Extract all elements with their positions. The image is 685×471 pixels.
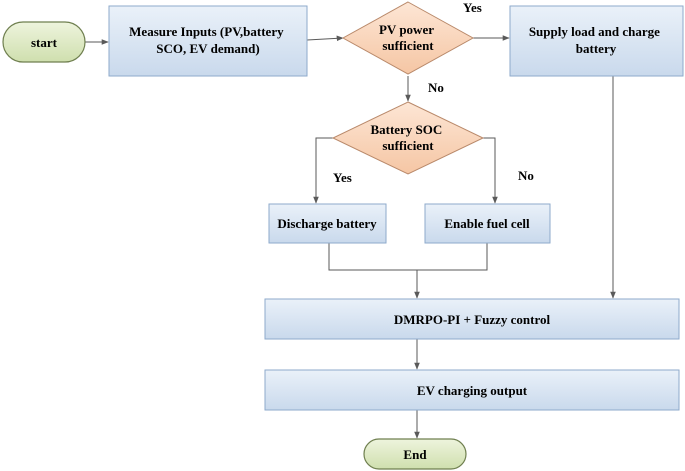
pv-yes-label: Yes [463,0,482,15]
connectors [85,35,616,439]
svg-text:start: start [31,35,58,50]
soc-decision-line-1: Battery SOC [370,122,442,137]
control-label: DMRPO-PI + Fuzzy control [394,312,551,327]
battery-soc-decision: Battery SOC sufficient [331,101,485,175]
soc-no-label: No [518,168,534,183]
svg-text:Enable fuel cell: Enable fuel cell [444,216,530,231]
edge-soc-yes-to-discharge [313,137,333,204]
svg-text:Measure Inputs (PV,battery: Measure Inputs (PV,battery SCO, EV deman… [129,24,287,56]
ev-charging-output-box: EV charging output [264,369,680,411]
end-label: End [403,447,427,462]
svg-text:PV power sufficient: PV power sufficient [379,22,437,53]
supply-load-box: Supply load and charge battery [509,5,684,77]
edge-discharge-merge [328,243,417,271]
svg-text:End: End [403,447,427,462]
svg-text:Battery SOC sufficient: Battery SOC sufficient [370,122,445,153]
measure-label-line-2: SCO, EV demand) [156,41,259,56]
edge-measure-to-pv-check [306,35,344,42]
ev-output-label: EV charging output [417,383,528,398]
svg-text:Supply load and charge b: Supply load and charge battery [529,24,663,56]
discharge-label: Discharge battery [277,216,377,231]
soc-decision-line-2: sufficient [382,138,434,153]
edge-soc-no-to-fuel-cell [482,137,498,204]
svg-text:DMRPO-PI + Fuzzy control: DMRPO-PI + Fuzzy control [394,312,551,327]
supply-label-line-1: Supply load and charge [529,24,660,39]
fuel-cell-label: Enable fuel cell [444,216,530,231]
soc-yes-label: Yes [333,170,352,185]
start-terminal: start [2,21,86,63]
pv-decision-line-2: sufficient [382,38,434,53]
svg-text:Discharge battery: Discharge battery [277,216,377,231]
start-label: start [31,35,58,50]
discharge-battery-box: Discharge battery [268,203,387,244]
pv-no-label: No [428,80,444,95]
end-terminal: End [363,438,467,470]
measure-inputs-box: Measure Inputs (PV,battery SCO, EV deman… [108,5,308,77]
edge-fuel-cell-merge [417,243,488,271]
enable-fuel-cell-box: Enable fuel cell [424,203,551,244]
pv-decision-line-1: PV power [379,22,434,37]
supply-label-line-2: battery [576,41,617,56]
measure-label-line-1: Measure Inputs (PV,battery [129,24,284,39]
pv-power-decision: PV power sufficient [341,1,475,75]
dmrpo-fuzzy-control-box: DMRPO-PI + Fuzzy control [264,298,680,340]
svg-text:EV charging output: EV charging output [417,383,528,398]
